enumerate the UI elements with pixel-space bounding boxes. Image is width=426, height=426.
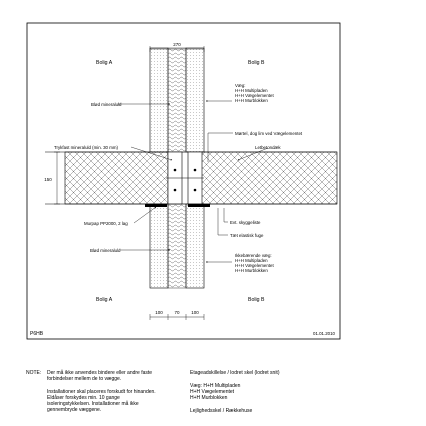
fixing-point <box>193 188 197 192</box>
usage-label: Lejlighedsskel / Rækkehuse <box>190 408 253 414</box>
leader-skirting <box>223 208 228 223</box>
wall-upper-label: H+H Vægelementet <box>235 93 274 98</box>
drawing-date: 01.01.2010 <box>313 331 336 336</box>
fixing-point <box>193 168 197 172</box>
mineral-upper-label: Blød mineraluld <box>91 102 122 107</box>
membrane-label: Murpap PP2000, 2 lag <box>84 221 128 226</box>
mineral-lower-label: Blød mineraluld <box>90 248 121 253</box>
slab-right <box>198 151 338 205</box>
drawing-title: Etageadskillelse / lodret skel (lodret s… <box>190 370 280 376</box>
wall-upper-label: Væg: <box>235 83 246 88</box>
dim-top-value: 270 <box>173 42 181 47</box>
lower-wall-right <box>185 203 205 289</box>
note-label: NOTE: <box>26 370 42 376</box>
fixing-point <box>173 188 177 192</box>
fixing-point <box>173 168 177 172</box>
note-paragraph-1: Der må ikke anvendes bindere eller andre… <box>47 370 153 382</box>
dim-bottom-value: 70 <box>174 310 180 315</box>
note-paragraph-2: Installationer skal placeres forskudt fo… <box>47 389 156 413</box>
upper-mineral-wool <box>167 47 187 153</box>
drawing-code: P6HB <box>30 331 44 337</box>
wall-upper-label: H+H Multipladen <box>235 88 268 93</box>
slab-label: Letbetondæk <box>255 145 281 150</box>
leader-slab <box>237 147 269 161</box>
leader-membrane <box>133 206 157 224</box>
upper-wall-left <box>149 47 169 153</box>
dim-bottom-value: 100 <box>155 310 163 315</box>
drawing-frame <box>26 22 341 340</box>
pressure-wool-label: Trykfast mineraluld (min. 30 mm) <box>54 145 119 150</box>
dim-bottom-value: 100 <box>191 310 199 315</box>
room-b-bottom-label: Bolig B <box>248 297 265 303</box>
room-b-top-label: Bolig B <box>248 60 265 66</box>
joint-label: Tæt elastisk fuge <box>230 233 264 238</box>
wall-lower-label: Ikkebærende væg: <box>235 253 272 258</box>
lower-mineral-wool <box>167 203 187 289</box>
slab-left <box>64 151 169 205</box>
wall-upper-label: H+H Murblokken <box>235 98 268 103</box>
room-a-top-label: Bolig A <box>96 60 113 66</box>
membrane-left <box>145 204 167 207</box>
leader-pressure-wool <box>130 146 173 161</box>
wall-lower-label: H+H Vægelementet <box>235 263 274 268</box>
wall-lower-label: H+H Multipladen <box>235 258 268 263</box>
mortar-label: Mørtel, dog lim ved Vægelementet <box>235 131 303 136</box>
lower-wall-left <box>149 203 169 289</box>
dim-left-value: 150 <box>44 177 52 182</box>
leader-joint <box>217 208 228 236</box>
membrane-right <box>188 204 210 207</box>
wall-lower-label: H+H Murblokken <box>235 268 268 273</box>
wall-types: Væg: H+H Multipladen H+H Vægelementet H+… <box>190 383 241 401</box>
leader-mortar <box>207 132 233 162</box>
room-a-bottom-label: Bolig A <box>96 297 113 303</box>
upper-wall-right <box>185 47 205 153</box>
skirting-label: Evt. skyggeliste <box>230 220 261 225</box>
